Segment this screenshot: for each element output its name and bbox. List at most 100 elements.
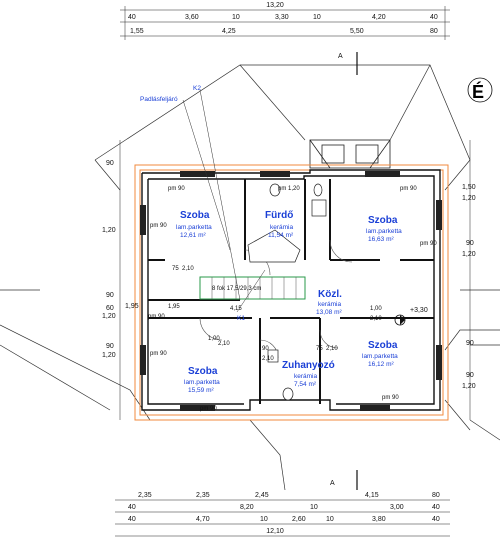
dim-top-1: 40 (128, 14, 136, 21)
chimney (309, 139, 391, 169)
elevation-marker: +3,30 (394, 307, 428, 326)
dim-210-b: 2,10 (182, 266, 194, 272)
north-arrow: É (467, 77, 493, 103)
dim-bottom-10: 40 (432, 504, 440, 511)
dim-top-4: 3,30 (275, 14, 289, 21)
windows (140, 171, 442, 411)
section-label-bottom: A (330, 480, 335, 487)
dim-left-7: 90 (106, 343, 114, 350)
dim-bottom-5: 80 (432, 492, 440, 499)
room-4-name: Közl. (318, 289, 342, 300)
dim-left-6: 60 (106, 305, 114, 312)
dim-left-4: 1,20 (102, 313, 116, 320)
dim-top-10: 5,50 (350, 28, 364, 35)
pm-7: pm 90 (382, 395, 399, 401)
pm-4: pm 90 (150, 223, 167, 229)
room-4-floor: kerámia (318, 301, 342, 308)
elevation-label: +3,30 (410, 307, 428, 314)
room-1-floor: lam.parketta (176, 224, 212, 231)
dim-90: 90 (262, 346, 269, 352)
k1-label: K1 (237, 315, 245, 322)
pm-9: pm 90 (148, 314, 165, 320)
room-4-area: 13,08 m² (316, 309, 342, 316)
dim-right-6: 90 (466, 372, 474, 379)
room-5-area: 15,59 m² (188, 387, 214, 394)
dim-bottom-11: 40 (128, 516, 136, 523)
dim-100: 1,00 (370, 306, 382, 312)
dim-bottom-17: 40 (432, 516, 440, 523)
dim-75: 75 (172, 266, 179, 272)
dim-right-2: 1,20 (462, 195, 476, 202)
dim-left-8: 1,20 (102, 352, 116, 359)
dim-top-3: 10 (232, 14, 240, 21)
outer-walls (141, 169, 441, 411)
stair: 8 fok 17,5/29,3 cm (199, 276, 306, 300)
section-label-top: A (338, 53, 343, 60)
bottom-dimension-lines (115, 499, 450, 537)
dim-75-b: 75 (316, 346, 323, 352)
room-6-name: Zuhanyozó (282, 360, 335, 371)
bath-fixtures (247, 183, 327, 401)
k2-label: K2 (193, 85, 201, 92)
side-dimension-lines (119, 140, 471, 420)
dim-210-a: 2,10 (370, 316, 382, 322)
dim-bottom-4: 4,15 (365, 492, 379, 499)
dim-195: 1,95 (168, 304, 180, 310)
dim-bottom-2: 2,35 (196, 492, 210, 499)
dim-210-d: 2,10 (262, 356, 274, 362)
dim-bottom-7: 8,20 (240, 504, 254, 511)
room-1-name: Szoba (180, 210, 210, 221)
room-7-floor: lam.parketta (362, 353, 398, 360)
pm-1: pm 90 (168, 186, 185, 192)
stair-label: 8 fok 17,5/29,3 cm (212, 286, 261, 292)
dim-bottom-16: 3,80 (372, 516, 386, 523)
dim-210-c: 2,10 (218, 341, 230, 347)
dim-right-3: 90 (466, 240, 474, 247)
room-3-name: Szoba (368, 215, 398, 226)
room-3-floor: lam.parketta (366, 228, 402, 235)
dim-bottom-6: 40 (128, 504, 136, 511)
dim-bottom-12: 4,70 (196, 516, 210, 523)
room-1-area: 12,61 m² (180, 232, 206, 239)
dim-210-e: 2,10 (326, 346, 338, 352)
dim-top-total: 13,20 (266, 2, 284, 9)
top-dimension-lines (120, 6, 450, 40)
dim-bottom-9: 3,00 (390, 504, 404, 511)
room-5-floor: lam.parketta (184, 379, 220, 386)
dim-left-1: 90 (106, 160, 114, 167)
room-7-name: Szoba (368, 340, 398, 351)
room-6-area: 7,54 m² (294, 381, 317, 388)
pm-5: pm 90 (150, 351, 167, 357)
dim-top-9: 4,25 (222, 28, 236, 35)
dim-top-6: 4,20 (372, 14, 386, 21)
dim-top-5: 10 (313, 14, 321, 21)
room-7-area: 16,12 m² (368, 361, 394, 368)
pm-3: pm 90 (400, 186, 417, 192)
room-5-name: Szoba (188, 366, 218, 377)
room-2-area: 11,54 m² (268, 232, 294, 239)
inner-walls (148, 179, 434, 404)
dim-right-5: 1,20 (462, 383, 476, 390)
north-label: É (472, 81, 484, 102)
dim-bottom-3: 2,45 (255, 492, 269, 499)
dim-right-4: 1,20 (462, 251, 476, 258)
dim-bottom-15: 10 (326, 516, 334, 523)
pm-6: pm 90 (200, 406, 217, 412)
dim-top-2: 3,60 (185, 14, 199, 21)
dim-right-7: 90 (466, 340, 474, 347)
dim-left-2: 1,20 (102, 227, 116, 234)
roof-outline (0, 64, 500, 491)
room-6-floor: kerámia (294, 373, 318, 380)
dim-top-7: 40 (430, 14, 438, 21)
dim-top-11: 80 (430, 28, 438, 35)
dim-left-3: 90 (106, 292, 114, 299)
padlas-label: Padlásfeljáró (140, 96, 178, 103)
dim-top-8: 1,55 (130, 28, 144, 35)
dim-bottom-13: 10 (260, 516, 268, 523)
dim-bottom-14: 2,60 (292, 516, 306, 523)
insulation-outline (134, 164, 449, 421)
dim-bottom-total: 12,10 (266, 528, 284, 535)
dim-right-1: 1,50 (462, 184, 476, 191)
leader-lines (182, 89, 266, 313)
